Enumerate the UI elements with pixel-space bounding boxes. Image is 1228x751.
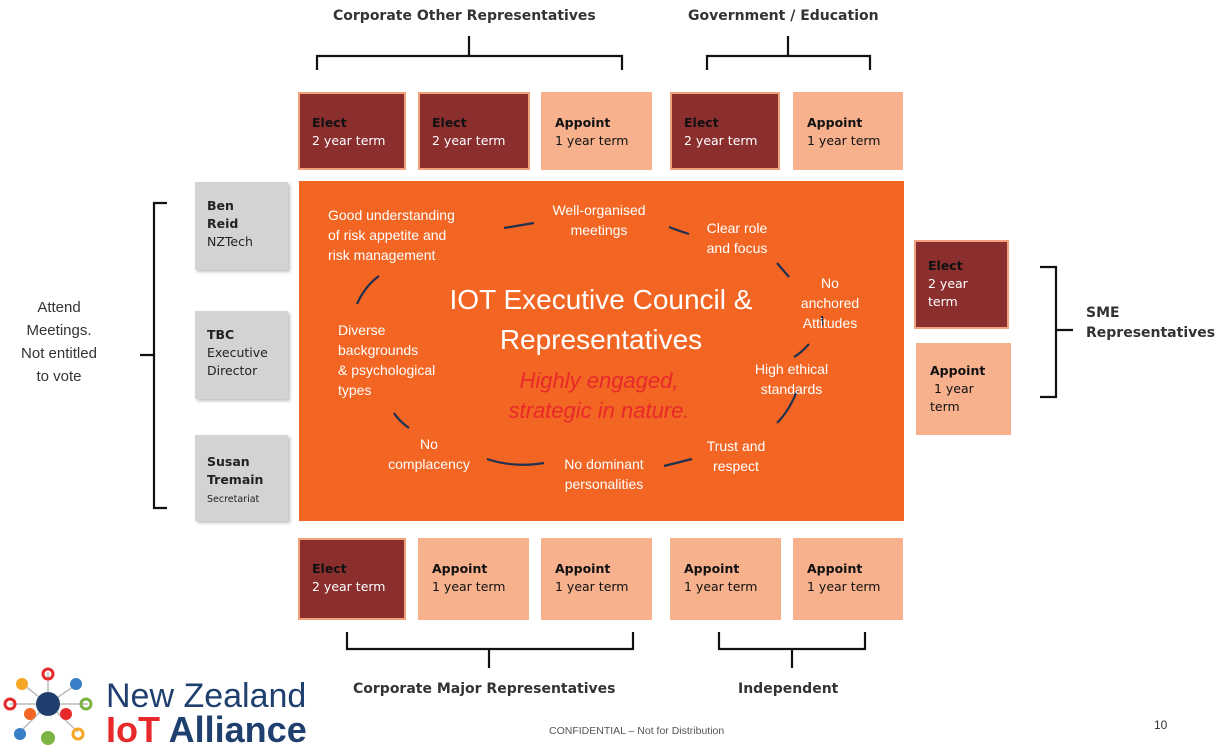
- attendee-ben-reid: Ben Reid NZTech: [195, 182, 288, 270]
- box-term: 1 year term: [432, 579, 506, 594]
- attendee-name: Susan Tremain: [207, 454, 264, 487]
- logo-iot: IoT: [106, 709, 160, 750]
- box-kind: Appoint: [930, 363, 986, 378]
- box-term: 2 year term: [432, 133, 506, 148]
- box-kind: Appoint: [684, 561, 740, 576]
- trait-trust: Trust and respect: [706, 438, 766, 474]
- footer-confidential: CONFIDENTIAL – Not for Distribution: [549, 725, 725, 737]
- group-label-government-education: Government / Education: [688, 8, 879, 24]
- bottom-box-1: Elect 2 year term: [298, 538, 406, 620]
- bottom-box-5: Appoint 1 year term: [793, 538, 903, 620]
- group-label-corporate-major: Corporate Major Representatives: [353, 681, 616, 697]
- trait-role: Clear role and focus: [706, 220, 768, 256]
- attendee-susan-tremain: Susan Tremain Secretariat: [195, 435, 288, 521]
- trait-dominant: No dominant personalities: [564, 456, 644, 492]
- trait-anchored: No anchored Attitudes: [800, 275, 860, 331]
- top-box-1: Elect 2 year term: [298, 92, 406, 170]
- top-box-4: Elect 2 year term: [670, 92, 780, 170]
- council-box: Good understanding of risk appetite and …: [299, 181, 904, 521]
- box-kind: Elect: [432, 115, 467, 130]
- box-kind: Elect: [312, 561, 347, 576]
- box-kind: Appoint: [555, 115, 611, 130]
- box-kind: Elect: [684, 115, 719, 130]
- sme-box-appoint: Appoint 1 year term: [916, 343, 1011, 435]
- attendee-role: Secretariat: [207, 494, 260, 505]
- bottom-box-2: Appoint 1 year term: [418, 538, 529, 620]
- attendee-name: TBC: [207, 327, 235, 342]
- attendee-role: NZTech: [207, 234, 253, 249]
- box-term: 2 year term: [312, 133, 386, 148]
- group-label-independent: Independent: [738, 681, 839, 697]
- logo-alliance: Alliance: [159, 709, 307, 750]
- top-box-2: Elect 2 year term: [418, 92, 530, 170]
- group-label-corporate-other: Corporate Other Representatives: [333, 8, 596, 24]
- top-box-5: Appoint 1 year term: [793, 92, 903, 170]
- trait-meetings: Well-organised meetings: [552, 202, 646, 238]
- trait-diverse: Diverse backgrounds & psychological type…: [338, 322, 436, 398]
- council-subtitle: Highly engaged, strategic in nature.: [508, 368, 690, 423]
- council-title: IOT Executive Council & Representatives: [449, 284, 753, 355]
- box-kind: Elect: [928, 258, 963, 273]
- box-kind: Appoint: [555, 561, 611, 576]
- attendee-role: Executive Director: [207, 345, 268, 378]
- page-number: 10: [1154, 718, 1168, 732]
- top-box-3: Appoint 1 year term: [541, 92, 652, 170]
- box-term: 2 year term: [684, 133, 758, 148]
- box-term: 1 year term: [930, 381, 974, 414]
- trait-connector-lines: [355, 221, 824, 468]
- attendee-tbc: TBC Executive Director: [195, 311, 288, 399]
- attendee-name: Ben Reid: [207, 198, 239, 231]
- sme-box-elect: Elect 2 year term: [914, 240, 1009, 329]
- trait-complacency: No complacency: [388, 436, 470, 472]
- box-kind: Appoint: [807, 561, 863, 576]
- box-term: 2 year term: [312, 579, 386, 594]
- box-kind: Appoint: [432, 561, 488, 576]
- box-term: 1 year term: [807, 579, 881, 594]
- trait-ethical: High ethical standards: [754, 361, 829, 397]
- box-term: 1 year term: [807, 133, 881, 148]
- box-kind: Appoint: [807, 115, 863, 130]
- bottom-box-4: Appoint 1 year term: [670, 538, 781, 620]
- box-term: 2 year term: [928, 276, 968, 309]
- bottom-box-3: Appoint 1 year term: [541, 538, 652, 620]
- logo-text-iot-alliance: IoT Alliance: [106, 711, 307, 749]
- box-term: 1 year term: [555, 133, 629, 148]
- logo-text-new-zealand: New Zealand: [106, 677, 307, 715]
- iot-alliance-logo-icon: [3, 667, 93, 745]
- attend-label: Attend Meetings. Not entitled to vote: [21, 299, 97, 385]
- trait-risk: Good understanding of risk appetite and …: [328, 207, 455, 263]
- box-term: 1 year term: [555, 579, 629, 594]
- sme-label: SME Representatives: [1086, 305, 1216, 341]
- box-kind: Elect: [312, 115, 347, 130]
- box-term: 1 year term: [684, 579, 758, 594]
